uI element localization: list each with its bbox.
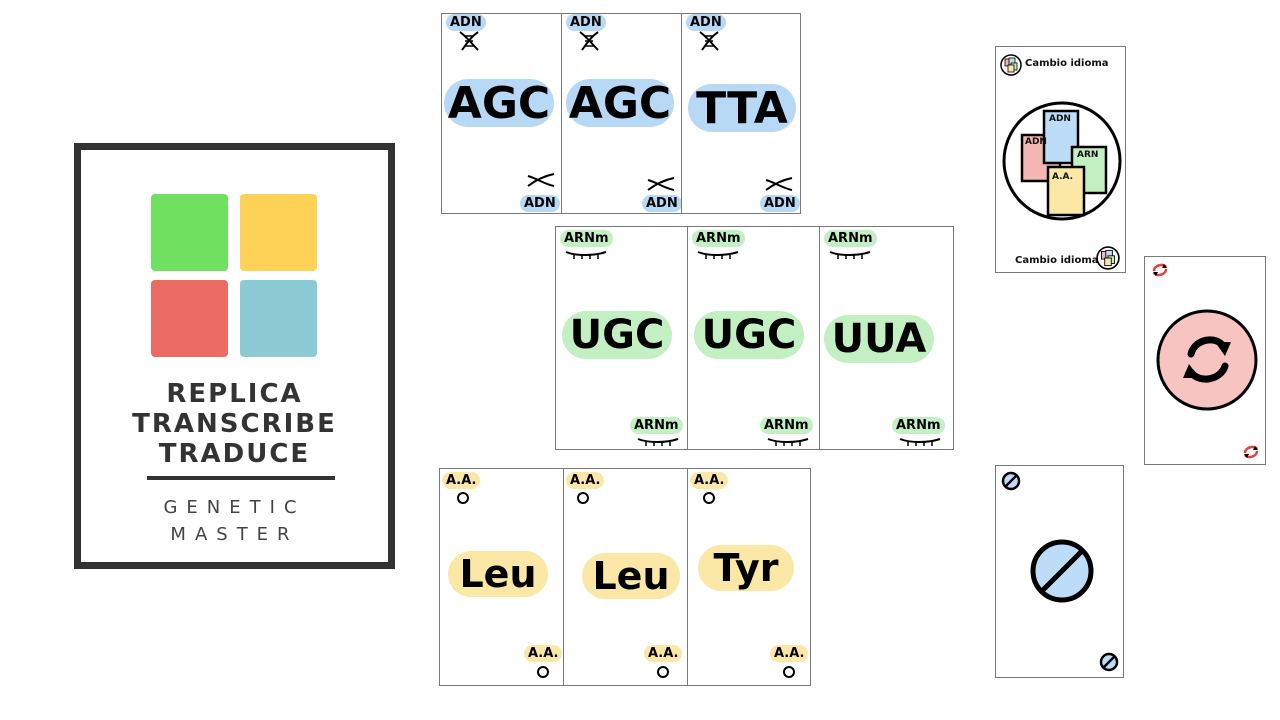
- reverse-mini-icon: [1243, 445, 1259, 459]
- amino-tag: A.A.: [524, 645, 563, 662]
- rna-strand-icon: [697, 251, 739, 259]
- logo-square-green: [151, 194, 228, 271]
- rna-card[interactable]: ARNm UGC ARNm: [687, 226, 820, 450]
- language-label-bottom: Cambio idioma: [1015, 255, 1099, 266]
- rna-tag: ARNm: [892, 417, 945, 434]
- inner-label-adn: ADN: [1049, 114, 1071, 124]
- inner-label-adn: ADN: [1025, 137, 1047, 147]
- dna-helix-icon: [527, 173, 555, 187]
- rna-strand-icon: [767, 438, 809, 446]
- rna-codon: UGC: [562, 311, 672, 359]
- logo-divider: [147, 476, 335, 480]
- logo-subtitle-line: GENETIC: [163, 497, 306, 518]
- dna-card[interactable]: ADN AGC ADN: [561, 13, 682, 214]
- dna-card[interactable]: ADN AGC ADN: [441, 13, 562, 214]
- amino-card[interactable]: A.A. Leu A.A.: [439, 468, 564, 686]
- logo-title-line: TRANSCRIBE: [132, 409, 337, 439]
- dna-card[interactable]: ADN TTA ADN: [681, 13, 801, 214]
- dna-helix-icon: [647, 177, 675, 191]
- reverse-card[interactable]: [1144, 256, 1266, 465]
- amino-acid-name: Leu: [582, 553, 680, 599]
- amino-card[interactable]: A.A. Tyr A.A.: [687, 468, 811, 686]
- inner-label-aa: A.A.: [1052, 172, 1074, 182]
- amino-circle-icon: [457, 492, 469, 504]
- dna-codon: AGC: [444, 78, 554, 129]
- dna-tag: ADN: [446, 14, 486, 31]
- skip-mini-icon: [1099, 652, 1119, 672]
- rna-strand-icon: [565, 251, 607, 259]
- amino-tag: A.A.: [566, 472, 605, 489]
- amino-circle-icon: [783, 666, 795, 678]
- amino-acid-name: Leu: [448, 551, 548, 597]
- amino-tag: A.A.: [770, 645, 809, 662]
- logo-subtitle-line: MASTER: [170, 524, 299, 545]
- amino-circle-icon: [657, 666, 669, 678]
- dna-helix-icon: [699, 31, 719, 51]
- logo-square-blue: [240, 280, 317, 357]
- language-change-icon: [1002, 101, 1122, 221]
- dna-tag: ADN: [686, 14, 726, 31]
- rna-tag: ARNm: [630, 417, 683, 434]
- dna-card-row: ADN AGC ADN ADN AGC ADN ADN TTA ADN: [441, 13, 801, 214]
- inner-label-arn: ARN: [1077, 150, 1099, 160]
- rna-tag: ARNm: [824, 230, 877, 247]
- rna-strand-icon: [637, 438, 679, 446]
- skip-mini-icon: [1001, 471, 1021, 491]
- rna-codon: UGC: [694, 311, 804, 359]
- reverse-arrows-icon: [1156, 309, 1258, 411]
- dna-helix-icon: [765, 177, 793, 191]
- logo-square-red: [151, 280, 228, 357]
- amino-circle-icon: [537, 666, 549, 678]
- rna-strand-icon: [829, 251, 871, 259]
- rna-card-row: ARNm UGC ARNm ARNm UGC ARNm ARNm UUA ARN…: [555, 226, 954, 450]
- dna-codon: AGC: [566, 78, 674, 129]
- language-change-card[interactable]: Cambio idioma ADN ADN ARN A.A. Cambio id…: [995, 46, 1126, 273]
- reverse-mini-icon: [1152, 263, 1168, 277]
- game-logo: REPLICA TRANSCRIBE TRADUCE GENETIC MASTE…: [74, 143, 395, 569]
- dna-helix-icon: [579, 31, 599, 51]
- rna-tag: ARNm: [560, 230, 613, 247]
- amino-tag: A.A.: [690, 472, 729, 489]
- amino-circle-icon: [703, 492, 715, 504]
- language-mini-icon: [1000, 54, 1022, 76]
- dna-helix-icon: [459, 31, 479, 51]
- logo-title-line: TRADUCE: [158, 439, 311, 469]
- amino-tag: A.A.: [442, 472, 481, 489]
- amino-circle-icon: [577, 492, 589, 504]
- amino-card[interactable]: A.A. Leu A.A.: [563, 468, 688, 686]
- rna-strand-icon: [899, 438, 941, 446]
- dna-tag: ADN: [566, 14, 606, 31]
- dna-codon: TTA: [688, 83, 796, 134]
- rna-codon: UUA: [824, 315, 934, 363]
- amino-card-row: A.A. Leu A.A. A.A. Leu A.A. A.A. Tyr A.A…: [439, 468, 811, 686]
- rna-card[interactable]: ARNm UGC ARNm: [555, 226, 688, 450]
- logo-title-line: REPLICA: [166, 379, 303, 409]
- amino-tag: A.A.: [644, 645, 683, 662]
- language-mini-icon: [1096, 246, 1120, 270]
- skip-icon: [1030, 539, 1094, 603]
- skip-card[interactable]: [995, 465, 1124, 678]
- rna-tag: ARNm: [760, 417, 813, 434]
- amino-acid-name: Tyr: [698, 545, 794, 591]
- logo-square-yellow: [240, 194, 317, 271]
- dna-tag: ADN: [760, 195, 800, 212]
- rna-tag: ARNm: [692, 230, 745, 247]
- rna-card[interactable]: ARNm UUA ARNm: [819, 226, 954, 450]
- dna-tag: ADN: [520, 195, 560, 212]
- language-label-top: Cambio idioma: [1025, 58, 1109, 69]
- dna-tag: ADN: [642, 195, 681, 212]
